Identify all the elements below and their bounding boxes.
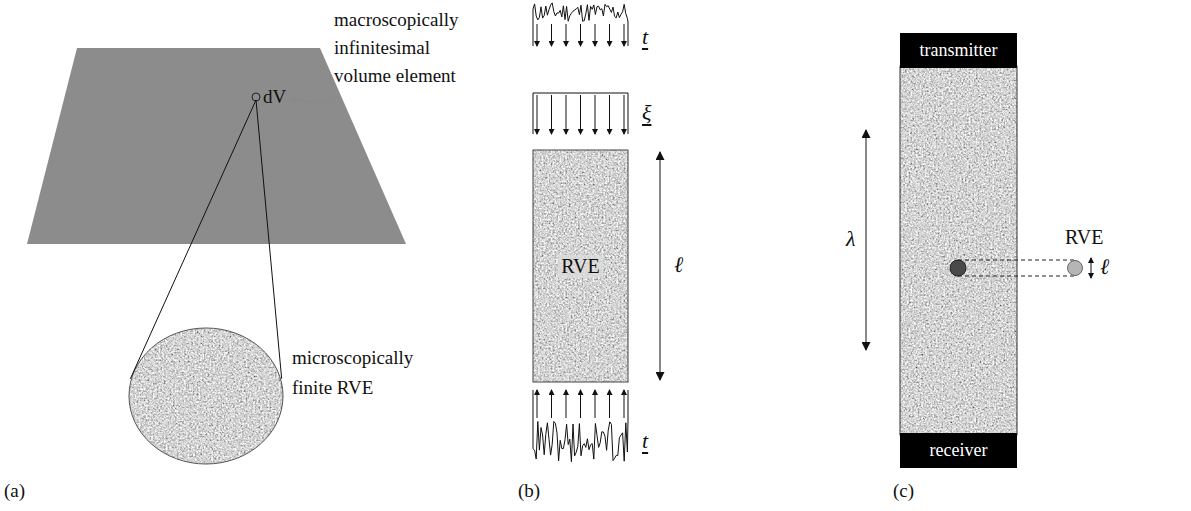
rve-texture	[533, 150, 628, 382]
load-diagram	[533, 3, 628, 462]
wavelength-arrow	[866, 130, 867, 350]
rve-label: RVE	[558, 255, 602, 278]
traction-symbol: t	[642, 428, 648, 454]
load-arrow	[595, 24, 596, 46]
panel-label: (c)	[893, 480, 914, 502]
load-arrow	[566, 390, 567, 418]
load-arrow	[580, 24, 581, 46]
load-arrow	[551, 24, 552, 46]
rve-circle	[1068, 261, 1083, 276]
load-arrow	[537, 390, 538, 418]
element-label: dV	[263, 86, 286, 108]
rve-outline	[533, 150, 628, 382]
load-arrow	[609, 390, 610, 418]
rve-outline	[129, 328, 283, 464]
load-arrow	[595, 390, 596, 418]
rve-small: RVE	[1067, 260, 1083, 276]
size-arrow	[1091, 258, 1092, 278]
rve-zoom: microscopically finite RVE	[128, 327, 284, 465]
receiver-box: receiver	[900, 433, 1017, 468]
projection-line	[958, 260, 1075, 261]
traction-symbol: t	[642, 24, 648, 50]
load-arrow	[537, 24, 538, 46]
dimension-line	[660, 152, 661, 380]
wavelength-symbol: λ	[846, 226, 856, 252]
rve-spot	[950, 260, 966, 276]
load-arrow	[609, 95, 610, 134]
length-symbol: ℓ	[1100, 254, 1109, 280]
load-arrow	[551, 390, 552, 418]
load-edge	[628, 390, 629, 420]
specimen-texture	[900, 66, 1017, 435]
length-symbol: ℓ	[674, 252, 683, 278]
panel-label: (b)	[518, 480, 540, 502]
callout-text: macroscopically infinitesimal volume ele…	[334, 6, 466, 90]
load-arrow	[566, 95, 567, 134]
load-edge	[533, 93, 534, 134]
random-traction	[533, 420, 628, 462]
rve-texture	[129, 328, 283, 464]
transmitter-box: transmitter	[900, 33, 1017, 68]
volume-element	[252, 93, 260, 101]
load-arrow	[624, 390, 625, 418]
load-arrow	[566, 24, 567, 46]
rve-block: RVE	[533, 150, 628, 382]
load-arrow	[551, 95, 552, 134]
load-edge	[628, 22, 629, 46]
random-traction	[533, 3, 628, 22]
load-arrow	[537, 95, 538, 134]
transducer-label: receiver	[930, 440, 988, 461]
rve-caption: microscopically finite RVE	[292, 343, 424, 403]
specimen-outline	[900, 66, 1017, 435]
load-arrow	[580, 390, 581, 418]
load-edge	[533, 390, 534, 420]
uniform-load	[533, 93, 628, 94]
load-arrow	[624, 24, 625, 46]
load-arrow	[609, 24, 610, 46]
transducer-shape	[900, 433, 1017, 468]
rve-label: RVE	[1065, 226, 1103, 249]
load-edge	[628, 93, 629, 134]
panel-label: (a)	[4, 480, 25, 502]
load-arrow	[595, 95, 596, 134]
load-edge	[533, 22, 534, 46]
load-arrow	[580, 95, 581, 134]
load-arrow	[624, 95, 625, 134]
transducer-label: transmitter	[920, 40, 998, 61]
projection-line	[958, 276, 1075, 277]
load-symbol: ξ	[642, 100, 651, 126]
transducer-shape	[900, 33, 1017, 68]
